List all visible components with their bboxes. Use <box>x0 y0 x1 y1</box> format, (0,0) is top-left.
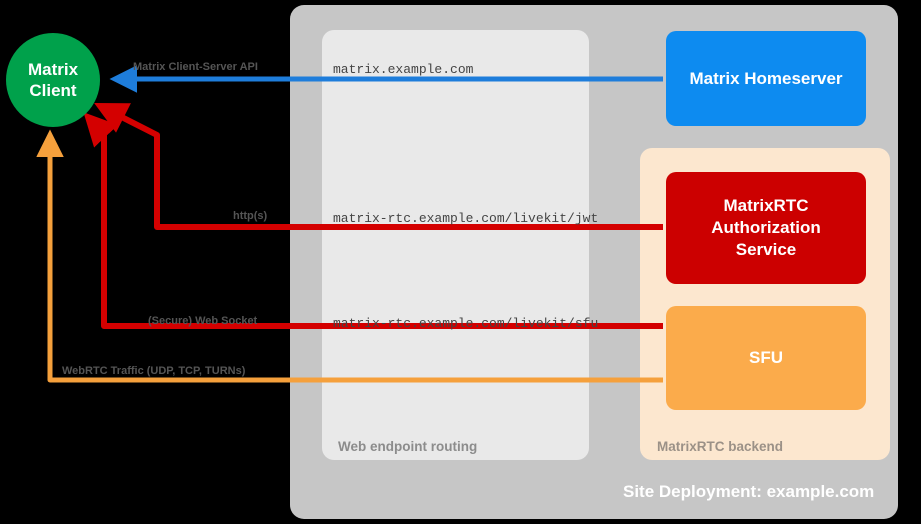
node-matrixrtc-authorization-service[interactable]: MatrixRTC Authorization Service <box>666 172 866 284</box>
matrixrtc-auth-label-line3: Service <box>735 239 797 259</box>
matrixrtc-auth-label-line1: MatrixRTC <box>723 196 809 216</box>
matrixrtc-auth-label-line2: Authorization <box>711 218 821 238</box>
edge-label-webrtc-traffic: WebRTC Traffic (UDP, TCP, TURNs) <box>62 365 246 377</box>
matrixrtc-backend-caption: MatrixRTC backend <box>657 439 784 454</box>
matrix-client-label-line2: Client <box>29 81 77 100</box>
edge-label-https: http(s) <box>233 210 268 222</box>
node-sfu[interactable]: SFU <box>666 306 866 410</box>
matrix-homeserver-label: Matrix Homeserver <box>689 68 843 88</box>
arrow-jwt-http <box>94 103 663 230</box>
edge-label-client-server-api: Matrix Client-Server API <box>133 61 258 73</box>
matrix-client-label-line1: Matrix <box>27 59 79 79</box>
sfu-label: SFU <box>749 348 783 367</box>
arrow-webrtc-traffic <box>36 129 663 383</box>
url-label-livekit-sfu: matrix-rtc.example.com/livekit/sfu <box>333 316 599 331</box>
edge-label-websocket: (Secure) Web Socket <box>148 315 258 327</box>
node-matrix-client[interactable]: Matrix Client <box>6 33 100 127</box>
web-endpoint-routing-container <box>322 30 589 460</box>
arrow-sfu-websocket <box>83 112 663 329</box>
url-label-matrix-example-com: matrix.example.com <box>333 62 474 77</box>
node-matrix-homeserver[interactable]: Matrix Homeserver <box>666 31 866 126</box>
web-endpoint-routing-caption: Web endpoint routing <box>338 439 478 454</box>
site-deployment-caption: Site Deployment: example.com <box>623 482 875 501</box>
url-label-livekit-jwt: matrix-rtc.example.com/livekit/jwt <box>333 211 599 226</box>
